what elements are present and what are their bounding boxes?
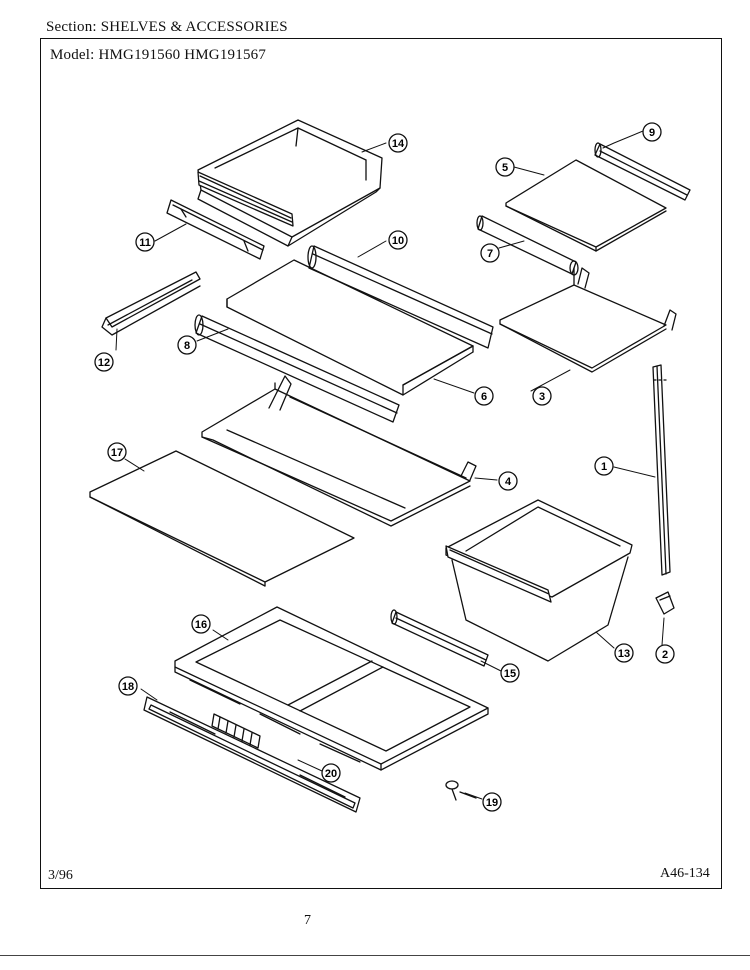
callout: 10 xyxy=(388,230,408,250)
callout: 15 xyxy=(500,663,520,683)
callout-label: 19 xyxy=(486,797,498,809)
part-lower-drawer-trim xyxy=(390,609,489,667)
callout: 18 xyxy=(118,676,138,696)
callout-label: 15 xyxy=(504,668,516,680)
part-small-shelf-frame xyxy=(499,267,677,373)
callout: 17 xyxy=(107,442,127,462)
callout-label: 9 xyxy=(649,127,655,139)
callout-label: 11 xyxy=(139,237,151,249)
callout: 19 xyxy=(482,792,502,812)
part-small-shelf-trim xyxy=(594,142,691,201)
callout-label: 13 xyxy=(618,648,630,660)
section-label: Section: xyxy=(46,19,97,35)
part-shelf-frame xyxy=(201,375,477,527)
leader-lines xyxy=(115,130,665,800)
callout: 5 xyxy=(495,157,515,177)
callout-label: 16 xyxy=(195,619,207,631)
callout-label: 20 xyxy=(325,768,337,780)
document-number: A46-134 xyxy=(660,866,710,881)
callout: 2 xyxy=(655,644,675,664)
part-drawer-front-panel xyxy=(143,696,361,813)
callout: 14 xyxy=(388,133,408,153)
revision-date: 3/96 xyxy=(48,868,73,883)
callout: 13 xyxy=(614,643,634,663)
part-upper-drawer xyxy=(197,119,383,247)
callout: 1 xyxy=(594,456,614,476)
diagram-frame xyxy=(40,38,722,889)
part-vent-grille xyxy=(211,713,261,749)
callout-label: 12 xyxy=(98,357,110,369)
part-shelf-rail xyxy=(652,364,671,576)
callout: 6 xyxy=(474,386,494,406)
part-shelf-trim-upper xyxy=(307,245,494,349)
callout: 4 xyxy=(498,471,518,491)
callout-label: 4 xyxy=(505,476,512,488)
callout-label: 1 xyxy=(601,461,607,473)
callout: 8 xyxy=(177,335,197,355)
callout: 7 xyxy=(480,243,500,263)
callout-label: 17 xyxy=(111,447,123,459)
callout-label: 18 xyxy=(122,681,134,693)
section-header: Section: SHELVES & ACCESSORIES xyxy=(46,19,288,36)
callout: 3 xyxy=(532,386,552,406)
part-lower-drawer xyxy=(445,499,633,662)
model-header: Model: HMG191560 HMG191567 xyxy=(50,47,266,64)
part-drawer-trim xyxy=(166,199,265,260)
model-label: Model: xyxy=(50,47,95,63)
part-glass-shelf-small xyxy=(505,159,667,252)
page-number: 7 xyxy=(304,913,311,928)
callout: 20 xyxy=(321,763,341,783)
callout: 11 xyxy=(135,232,155,252)
callout-label: 8 xyxy=(184,340,190,352)
part-shelf-trim-lower xyxy=(194,314,400,423)
part-drawer-cover-frame xyxy=(174,606,489,771)
callout-label: 2 xyxy=(662,649,668,661)
callout: 9 xyxy=(642,122,662,142)
part-rail-clip xyxy=(655,591,675,615)
callout-label: 14 xyxy=(392,138,405,150)
part-bracket xyxy=(101,271,201,336)
part-control-knob xyxy=(445,780,477,801)
part-glass-shelf-lower xyxy=(89,450,355,587)
callout-label: 7 xyxy=(487,248,493,260)
callout-label: 5 xyxy=(502,162,508,174)
callout-label: 3 xyxy=(539,391,545,403)
callout: 12 xyxy=(94,352,114,372)
model-values: HMG191560 HMG191567 xyxy=(98,47,267,63)
bottom-rule xyxy=(0,955,750,956)
callout-label: 6 xyxy=(481,391,487,403)
part-glass-shelf-large xyxy=(226,259,474,396)
section-value: SHELVES & ACCESSORIES xyxy=(100,19,288,35)
callout-label: 10 xyxy=(392,235,404,247)
callout: 16 xyxy=(191,614,211,634)
